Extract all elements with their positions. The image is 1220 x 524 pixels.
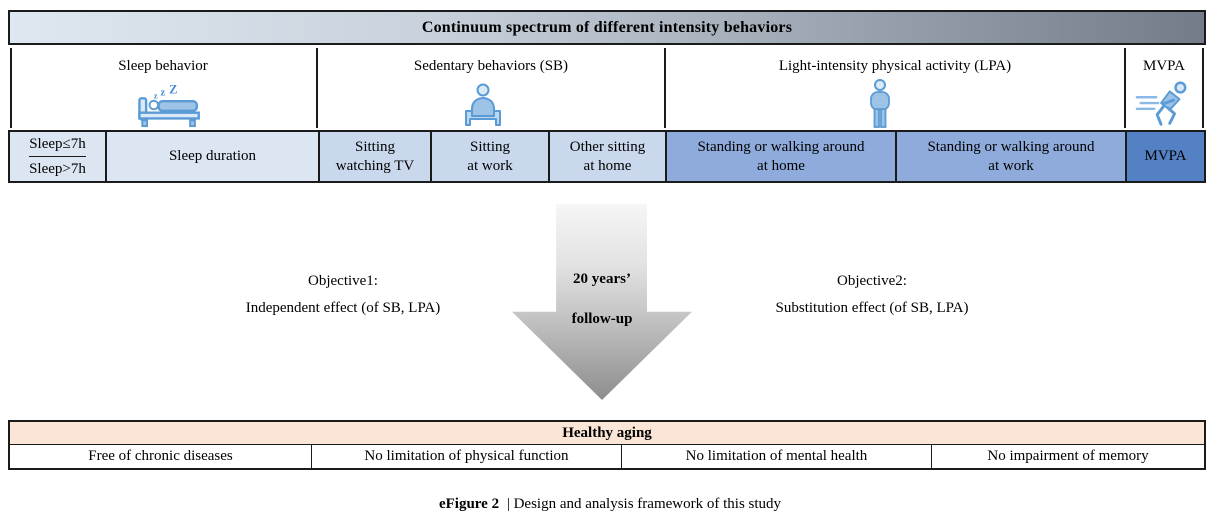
sleep-le7h-cell: Sleep≤7h — [29, 132, 86, 157]
follow-up-years-label: 20 years’ — [573, 271, 631, 287]
category-label-mvpa: MVPA — [1143, 58, 1185, 74]
healthy-aging-outcomes-row: Free of chronic diseases No limitation o… — [10, 445, 1204, 468]
outcome-memory: No impairment of memory — [932, 445, 1204, 468]
mvpa-cell: MVPA — [1127, 132, 1204, 181]
svg-text:z: z — [160, 87, 165, 98]
sitting-watching-tv-cell: Sitting watching TV — [320, 132, 432, 181]
category-divider-sleep-sb — [316, 48, 318, 128]
follow-up-arrow — [512, 204, 692, 400]
figure-caption: eFigure 2 | Design and analysis framewor… — [0, 496, 1220, 513]
figure-caption-text: | Design and analysis framework of this … — [506, 496, 782, 512]
objective2-text: Substitution effect (of SB, LPA) — [775, 300, 969, 316]
healthy-aging-header: Healthy aging — [10, 422, 1204, 445]
outcome-physical-function: No limitation of physical function — [312, 445, 622, 468]
continuum-header-bar: Continuum spectrum of different intensit… — [8, 10, 1206, 45]
category-divider-sb-lpa — [664, 48, 666, 128]
category-label-sleep: Sleep behavior — [118, 58, 208, 74]
objective2-title: Objective2: — [837, 273, 907, 289]
sitting-person-icon — [458, 82, 508, 133]
other-sitting-at-home-cell: Other sitting at home — [550, 132, 667, 181]
category-divider-lpa-mvpa — [1124, 48, 1126, 128]
sitting-at-work-cell: Sitting at work — [432, 132, 550, 181]
category-label-sedentary: Sedentary behaviors (SB) — [413, 58, 569, 74]
continuum-header-title: Continuum spectrum of different intensit… — [421, 18, 793, 36]
figure-caption-number: eFigure 2 — [438, 496, 500, 512]
objective1-title: Objective1: — [308, 273, 378, 289]
standing-walking-home-cell: Standing or walking around at home — [667, 132, 897, 181]
svg-text:Z: Z — [169, 84, 177, 97]
outcome-chronic-diseases: Free of chronic diseases — [10, 445, 312, 468]
objective1-text: Independent effect (of SB, LPA) — [245, 300, 441, 316]
category-divider-right — [1202, 48, 1204, 128]
standing-person-icon — [866, 79, 894, 134]
svg-text:z: z — [154, 90, 158, 100]
standing-walking-work-cell: Standing or walking around at work — [897, 132, 1127, 181]
objective1-block: Objective1: Independent effect (of SB, L… — [183, 268, 503, 322]
objective2-block: Objective2: Substitution effect (of SB, … — [712, 268, 1032, 322]
sleeping-bed-icon: z z Z — [130, 83, 212, 133]
sleep-split-cell: Sleep≤7h Sleep>7h — [10, 132, 107, 181]
behavior-spectrum-row: Sleep≤7h Sleep>7h Sleep duration Sitting… — [8, 130, 1206, 183]
category-label-lpa: Light-intensity physical activity (LPA) — [778, 58, 1012, 74]
sleep-duration-cell: Sleep duration — [107, 132, 320, 181]
outcome-mental-health: No limitation of mental health — [622, 445, 932, 468]
sleep-gt7h-cell: Sleep>7h — [29, 160, 86, 177]
healthy-aging-table: Healthy aging Free of chronic diseases N… — [8, 420, 1206, 470]
category-divider-left — [10, 48, 12, 128]
follow-up-label: follow-up — [571, 311, 633, 327]
running-person-icon — [1133, 77, 1191, 136]
